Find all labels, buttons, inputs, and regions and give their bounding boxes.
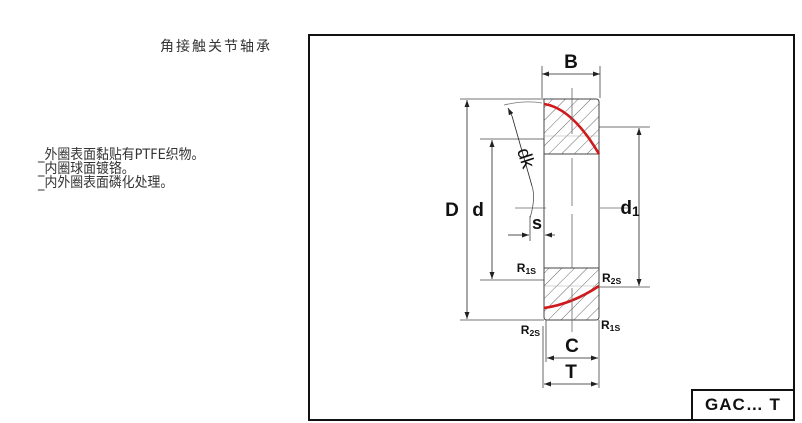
label-r2s-upper: R2S bbox=[602, 271, 621, 286]
dim-label-outer-diameter: D bbox=[445, 200, 459, 221]
label-r1s-lower: R1S bbox=[601, 318, 620, 333]
product-title: 角接触关节轴承 bbox=[160, 39, 272, 55]
model-designation: GAC… T bbox=[705, 395, 781, 414]
dim-label-sphere-diameter: dk bbox=[512, 146, 538, 172]
dim-label-c: C bbox=[565, 336, 579, 357]
upper-ring-section bbox=[543, 98, 601, 155]
feature-item: _外圈表面黏贴有PTFE织物。 bbox=[38, 147, 205, 163]
feature-item: _内外圈表面磷化处理。 bbox=[38, 175, 174, 191]
lower-ring-section bbox=[543, 267, 600, 321]
dim-label-bore-diameter: d bbox=[472, 200, 484, 221]
dim-label-t: T bbox=[565, 362, 577, 383]
drawing-frame: B D d dk s d1 R1S bbox=[308, 34, 795, 421]
model-designation-box: GAC… T bbox=[691, 389, 795, 421]
feature-list: _外圈表面黏贴有PTFE织物。 _内圈球面镀铬。 _内外圈表面磷化处理。 bbox=[38, 148, 204, 190]
label-r1s-upper: R1S bbox=[517, 261, 536, 276]
bearing-cross-section-diagram: B D d dk s d1 R1S bbox=[445, 52, 650, 388]
dim-label-d1: d1 bbox=[620, 198, 640, 219]
dim-label-offset: s bbox=[532, 213, 542, 233]
label-r2s-lower: R2S bbox=[521, 323, 540, 338]
center-lines bbox=[515, 88, 628, 332]
dim-label-b: B bbox=[564, 52, 578, 73]
feature-item: _内圈球面镀铬。 bbox=[38, 161, 135, 177]
